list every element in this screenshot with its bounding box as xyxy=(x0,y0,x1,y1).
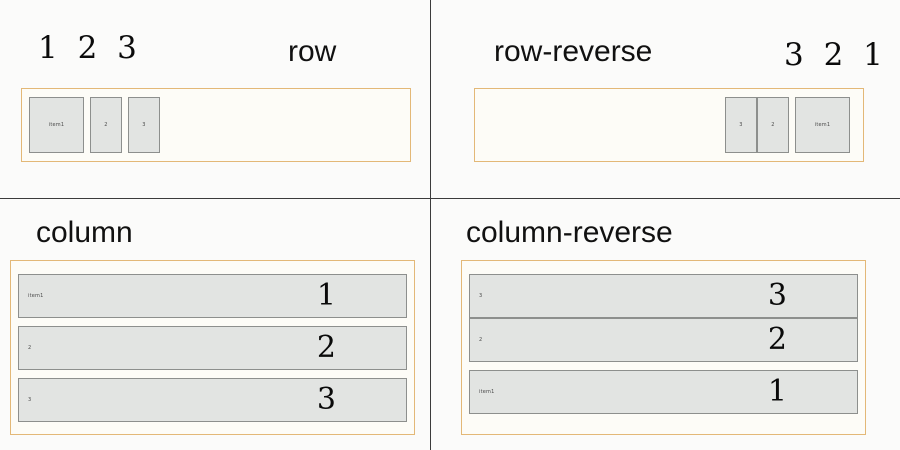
flex-container-column: item1 1 2 2 3 3 xyxy=(10,260,415,435)
flex-item-number: 3 xyxy=(767,277,787,313)
flex-item-label: 3 xyxy=(142,122,146,128)
flex-item-label: 3 xyxy=(479,292,483,299)
flex-item[interactable]: 3 3 xyxy=(469,273,858,318)
panel-column-reverse: column-reverse item1 1 2 2 3 3 xyxy=(431,199,900,450)
flex-item-number: 1 xyxy=(316,277,336,313)
flex-item[interactable]: item1 xyxy=(795,97,850,153)
panel-column-reverse-header: column-reverse xyxy=(431,199,900,261)
flex-item-label: 2 xyxy=(479,336,483,343)
flex-item-number: 3 xyxy=(316,381,336,417)
panel-row-reverse: row-reverse 3 2 1 item1 2 3 xyxy=(431,0,900,198)
flex-container-row-reverse: item1 2 3 xyxy=(474,88,864,162)
horizontal-divider xyxy=(0,198,900,199)
flex-item[interactable]: 2 xyxy=(757,97,789,153)
panel-row-title: row xyxy=(288,35,337,68)
flex-item-label: 2 xyxy=(104,122,108,128)
flex-item[interactable]: item1 xyxy=(29,97,84,153)
flex-item-label: 2 xyxy=(771,122,775,128)
flex-item-label: 3 xyxy=(739,122,743,128)
panel-column-header: column xyxy=(0,199,430,261)
panel-row-order-numbers: 1 2 3 xyxy=(38,30,142,66)
panel-row-header: 1 2 3 row xyxy=(0,0,430,67)
vertical-divider xyxy=(430,0,431,450)
flex-item[interactable]: 2 2 xyxy=(18,325,407,370)
panel-row-reverse-header: row-reverse 3 2 1 xyxy=(431,0,900,71)
flex-item-number: 2 xyxy=(316,329,336,365)
flex-container-row: item1 2 3 xyxy=(21,88,411,162)
panel-column-reverse-title: column-reverse xyxy=(466,216,673,249)
flex-item-label: 3 xyxy=(28,396,32,403)
flex-item[interactable]: 3 xyxy=(128,97,160,153)
flex-item[interactable]: 2 2 xyxy=(469,317,858,362)
flex-item-number: 1 xyxy=(767,373,787,409)
flex-item[interactable]: item1 1 xyxy=(18,273,407,318)
flex-item-label: item1 xyxy=(28,292,44,299)
panel-row-reverse-title: row-reverse xyxy=(494,35,653,68)
panel-column: column item1 1 2 2 3 3 xyxy=(0,199,430,450)
flex-container-column-reverse: item1 1 2 2 3 3 xyxy=(461,260,866,435)
flex-item-label: item1 xyxy=(48,122,65,128)
panel-row: 1 2 3 row item1 2 3 xyxy=(0,0,430,198)
flex-item-label: item1 xyxy=(479,388,495,395)
flex-item-label: 2 xyxy=(28,344,32,351)
flex-item[interactable]: item1 1 xyxy=(469,369,858,414)
panel-row-reverse-order-numbers: 3 2 1 xyxy=(784,37,888,73)
flex-item-number: 2 xyxy=(767,321,787,357)
flex-item[interactable]: 3 3 xyxy=(18,377,407,422)
panel-column-title: column xyxy=(36,216,133,249)
flex-item[interactable]: 3 xyxy=(725,97,757,153)
flex-item[interactable]: 2 xyxy=(90,97,122,153)
flex-item-label: item1 xyxy=(814,122,831,128)
